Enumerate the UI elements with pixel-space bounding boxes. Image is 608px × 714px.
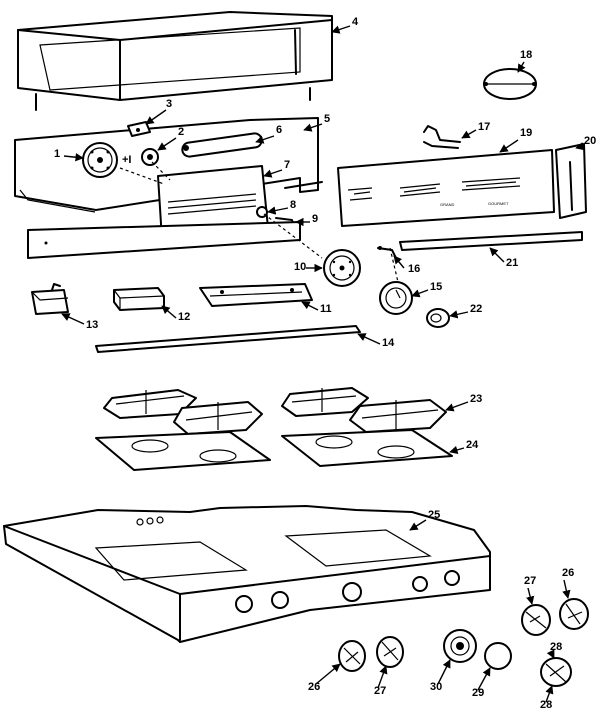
callout-22: 22 [470, 303, 482, 315]
callout-leader-24 [449, 445, 465, 454]
part-13-block [31, 283, 69, 315]
callout-leader-19 [499, 139, 519, 153]
callout-5: 5 [324, 113, 330, 125]
trim-strip-left [27, 221, 301, 259]
callout-labels: 1234567891011121314151617181920212223242… [54, 16, 596, 711]
callout-19: 19 [520, 127, 532, 139]
callout-10: 10 [294, 261, 306, 273]
part-12-block [113, 287, 165, 311]
part-2-switch [141, 148, 159, 166]
callout-leader-27 [377, 665, 388, 689]
callout-leader-21 [489, 247, 505, 263]
callout-leader-29 [477, 667, 491, 691]
part-4-backguard-shell [17, 11, 333, 111]
callout-20: 20 [584, 135, 596, 147]
callout-leader-17 [461, 129, 477, 139]
callout-leader-26 [315, 663, 341, 685]
callout-leader-18 [517, 61, 526, 73]
callout-leader-25 [409, 519, 427, 531]
callout-leader-5 [303, 123, 323, 132]
callout-28: 28 [550, 641, 562, 653]
callout-leader-27 [526, 587, 535, 605]
callout-leader-13 [61, 313, 85, 325]
callout-leader-14 [357, 333, 381, 345]
callout-leader-6 [255, 135, 275, 144]
assembly-leaders [119, 161, 399, 283]
callout-leader-7 [263, 169, 283, 178]
callout-leader-20 [575, 142, 585, 151]
part-3-bracket [127, 121, 151, 137]
part-24-drip-pans [95, 429, 453, 471]
part-20-side-panel [555, 143, 587, 219]
callout-13: 13 [86, 319, 98, 331]
knob-cluster-right [521, 598, 589, 687]
part-11-channel [199, 283, 313, 307]
callout-28: 28 [540, 699, 552, 711]
svg-text:+I: +I [122, 154, 131, 166]
part-25-cooktop [3, 505, 491, 643]
callout-16: 16 [408, 263, 420, 275]
part-10-thermostat [323, 249, 361, 287]
panel-marking-line-1: GRAND [440, 202, 455, 207]
callout-11: 11 [320, 303, 332, 315]
part-17-handle [423, 125, 461, 149]
callout-17: 17 [478, 121, 490, 133]
callout-leader-4 [331, 25, 351, 34]
part-22-knob [426, 308, 450, 328]
part-15-dial [379, 281, 413, 315]
part-30-grommet [443, 629, 477, 663]
knob-cluster-bottom [338, 636, 404, 672]
part-14-rod [95, 325, 361, 353]
callout-26: 26 [308, 681, 320, 693]
callout-leader-16 [393, 255, 405, 269]
callout-15: 15 [430, 281, 442, 293]
callout-leader-3 [145, 109, 167, 125]
callout-leader-26 [562, 579, 571, 599]
callout-24: 24 [466, 439, 479, 451]
callout-25: 25 [428, 509, 440, 521]
callout-26: 26 [562, 567, 574, 579]
callout-leader-8 [267, 206, 289, 215]
callout-leader-12 [161, 305, 177, 319]
callout-29: 29 [472, 687, 484, 699]
callout-leader-1 [63, 153, 84, 162]
part-29-cap [484, 642, 512, 670]
callout-27: 27 [374, 685, 386, 697]
callout-23: 23 [470, 393, 482, 405]
callout-leader-28 [546, 649, 555, 659]
callout-2: 2 [178, 126, 184, 138]
callout-leader-22 [449, 310, 469, 319]
panel-marking-line-2: GOURMET [488, 201, 509, 206]
callout-leader-28 [545, 685, 554, 703]
callout-6: 6 [276, 124, 282, 136]
callout-leader-11 [301, 301, 319, 311]
callout-leader-2 [157, 137, 177, 151]
callout-leader-30 [437, 659, 451, 685]
callout-leader-23 [445, 401, 469, 412]
callout-27: 27 [524, 575, 536, 587]
part-19-front-panel: GRAND GOURMET [337, 149, 555, 227]
callout-30: 30 [430, 681, 442, 693]
callout-3: 3 [166, 98, 172, 110]
callout-4: 4 [352, 16, 359, 28]
part-16-clip [377, 246, 397, 259]
callout-7: 7 [284, 159, 290, 171]
part-23-grates [103, 387, 447, 435]
part-18-ring [483, 68, 537, 100]
callout-9: 9 [312, 213, 318, 225]
callout-14: 14 [382, 337, 395, 349]
callout-8: 8 [290, 199, 296, 211]
part-21-trim-strip [399, 231, 583, 251]
callout-21: 21 [506, 257, 518, 269]
callout-leader-15 [411, 289, 429, 298]
callout-12: 12 [178, 311, 190, 323]
callout-18: 18 [520, 49, 532, 61]
callout-1: 1 [54, 148, 60, 160]
